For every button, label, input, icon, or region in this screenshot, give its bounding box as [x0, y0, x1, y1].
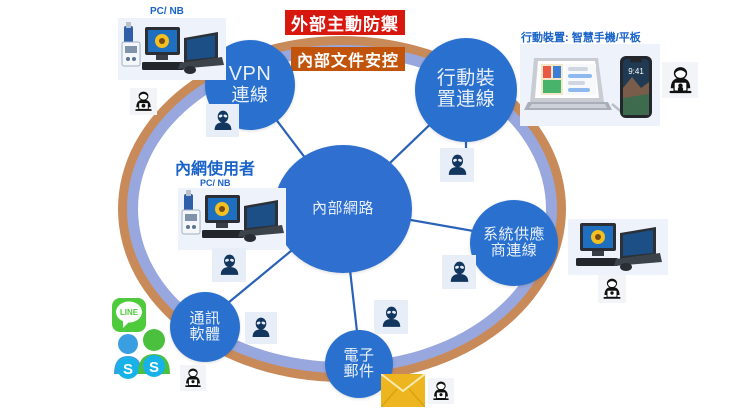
node-vpn-label-line2: 連線: [231, 85, 269, 106]
node-chat-label-line2: 軟體: [189, 326, 221, 343]
node-chat-software[interactable]: 通訊 軟體: [170, 292, 240, 362]
hacker-laptop-icon-supplier: [598, 275, 626, 303]
alien-intruder-icon-vpn: [206, 104, 239, 137]
photo-chat-apps: LINE S S: [104, 296, 176, 392]
node-supplier-label-line1: 系統供應: [482, 225, 545, 243]
caption-pc-nb-inner: PC/ NB: [200, 178, 231, 188]
alien-intruder-icon-mobile: [440, 148, 474, 182]
photo-mobile-devices: 9:41: [520, 44, 660, 126]
node-chat-label-line1: 通訊: [189, 309, 221, 327]
node-vpn-label-line1: VPN: [228, 63, 272, 86]
alien-intruder-icon-supplier: [442, 255, 476, 289]
svg-text:9:41: 9:41: [628, 67, 644, 76]
alien-intruder-icon-intranet: [212, 248, 246, 282]
photo-pc-nb-top: [118, 18, 226, 80]
caption-pc-nb-top: PC/ NB: [150, 6, 184, 17]
hacker-laptop-icon-mobile: [662, 62, 698, 98]
svg-text:S: S: [149, 359, 159, 376]
banner-external-defense-label: 外部主動防禦: [291, 15, 399, 34]
node-mobile-connection[interactable]: 行動裝 置連線: [415, 38, 517, 142]
banner-internal-doc-control: 內部文件安控: [291, 47, 405, 71]
node-supplier-label-line2: 商連線: [490, 242, 538, 259]
node-internal-network[interactable]: 內部網路: [274, 145, 412, 273]
hacker-laptop-icon-chat: [180, 365, 206, 391]
hacker-laptop-icon-email: [428, 378, 454, 404]
node-vpn[interactable]: VPN 連線: [205, 40, 295, 130]
alien-intruder-icon-email: [374, 300, 408, 334]
banner-internal-doc-control-label: 內部文件安控: [296, 53, 399, 70]
hacker-laptop-icon-top-left: [130, 88, 157, 115]
node-email-label-line2: 郵件: [343, 363, 375, 380]
photo-supplier-computers: [568, 219, 668, 275]
caption-intranet-users: 內網使用者: [175, 161, 256, 178]
photo-pc-nb-inner: [178, 188, 286, 250]
node-email-label-line1: 電子: [343, 346, 375, 364]
svg-text:S: S: [123, 361, 133, 378]
banner-external-defense: 外部主動防禦: [285, 10, 405, 35]
svg-text:LINE: LINE: [120, 308, 139, 317]
email-envelope-icon: [380, 373, 426, 408]
node-internal-network-label: 內部網路: [311, 199, 374, 217]
node-supplier-connection[interactable]: 系統供應 商連線: [470, 200, 558, 286]
alien-intruder-icon-chat: [245, 312, 277, 344]
caption-mobile-devices: 行動裝置: 智慧手機/平板: [521, 32, 641, 44]
node-mobile-label-line1: 行動裝: [436, 68, 496, 90]
node-mobile-label-line2: 置連線: [436, 89, 496, 110]
